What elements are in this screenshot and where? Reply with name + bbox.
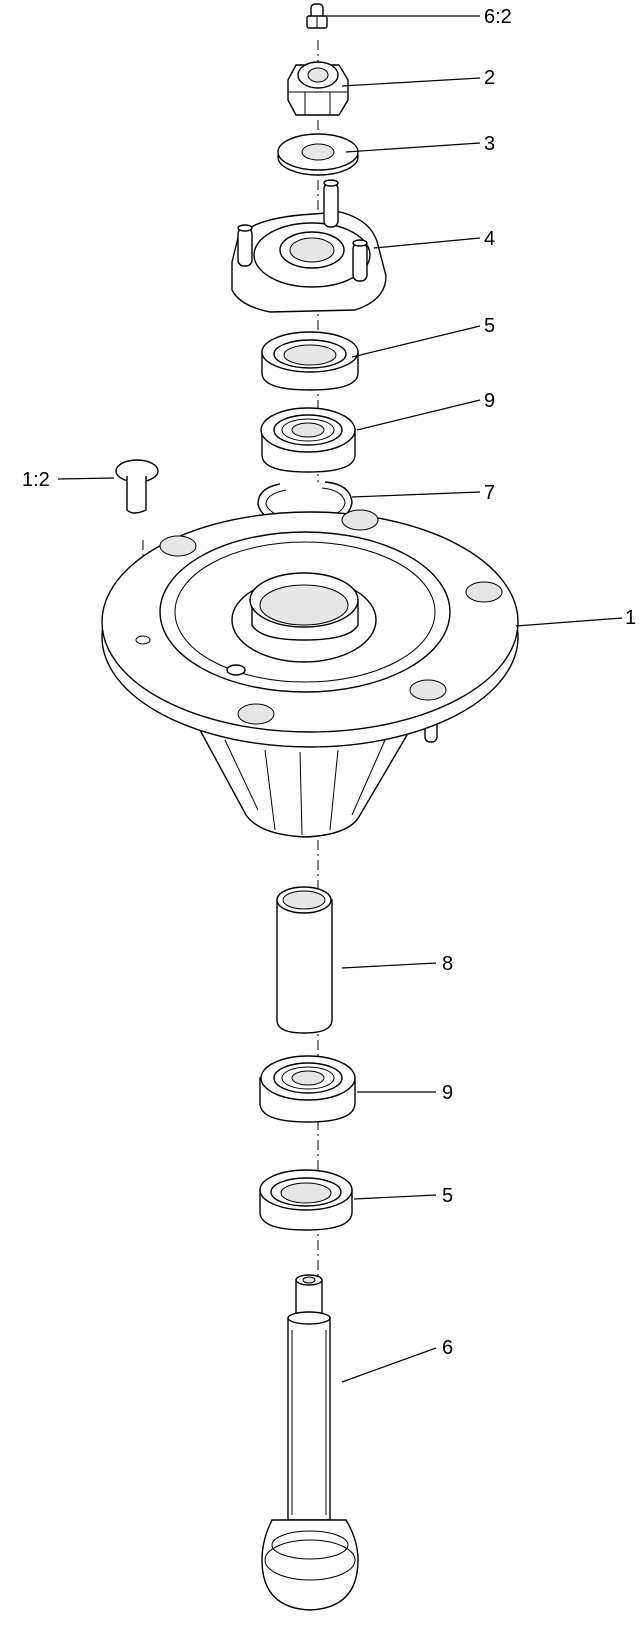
callout-spacer: 8 bbox=[442, 953, 453, 975]
nut-part bbox=[287, 61, 349, 116]
callout-upper-seal: 5 bbox=[484, 315, 495, 337]
callout-upper-bearing: 9 bbox=[484, 390, 495, 412]
spacer-part bbox=[276, 886, 333, 1034]
bearing-cap-part bbox=[231, 179, 387, 313]
upper-bearing-part bbox=[260, 407, 356, 473]
callout-grease-fitting: 6:2 bbox=[484, 6, 512, 28]
upper-seal-part bbox=[261, 331, 359, 391]
rivet-part bbox=[115, 459, 159, 514]
callout-lower-bearing: 9 bbox=[442, 1082, 453, 1104]
callout-snap-ring: 7 bbox=[484, 482, 495, 504]
spindle-shaft-part bbox=[261, 1274, 359, 1611]
callout-rivet: 1:2 bbox=[22, 469, 50, 491]
callout-housing: 1 bbox=[625, 607, 636, 629]
leader-lines bbox=[57, 15, 623, 1383]
housing-part bbox=[101, 509, 519, 838]
callout-labels: 6:2 2 3 4 5 9 7 1:2 1 8 9 5 6 bbox=[22, 6, 636, 1359]
callout-lower-seal: 5 bbox=[442, 1185, 453, 1207]
callout-bearing-cap: 4 bbox=[484, 228, 495, 250]
callout-spindle-shaft: 6 bbox=[442, 1337, 453, 1359]
callout-washer: 3 bbox=[484, 133, 495, 155]
washer-part bbox=[277, 133, 359, 176]
grease-fitting-part bbox=[306, 3, 328, 29]
lower-bearing-part bbox=[259, 1055, 356, 1123]
callout-nut: 2 bbox=[484, 67, 495, 89]
lower-seal-part bbox=[259, 1169, 353, 1231]
